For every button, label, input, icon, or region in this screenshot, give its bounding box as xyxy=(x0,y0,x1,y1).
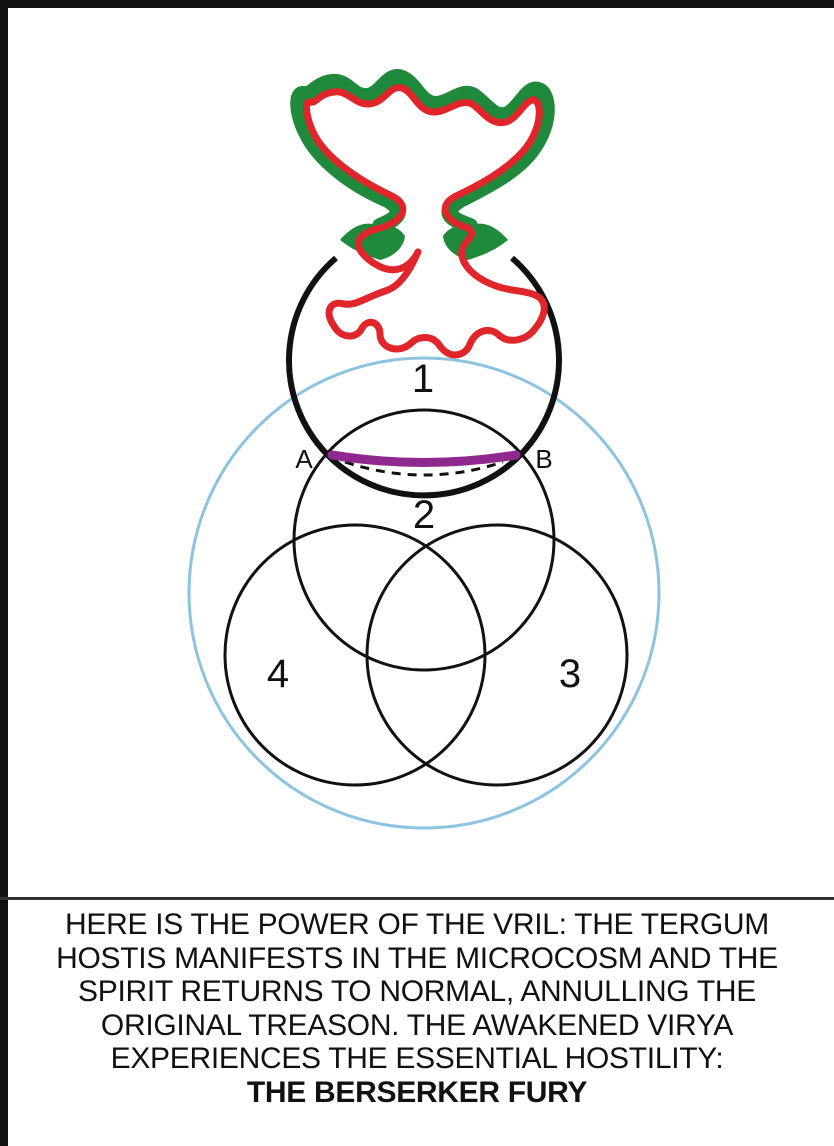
outer-blue-circle xyxy=(189,358,659,828)
caption-line: HERE IS THE POWER OF THE VRIL: THE TERGU… xyxy=(0,908,834,942)
caption: HERE IS THE POWER OF THE VRIL: THE TERGU… xyxy=(0,908,834,1140)
caption-line: HOSTIS MANIFESTS IN THE MICROCOSM AND TH… xyxy=(0,942,834,976)
caption-line: ORIGINAL TREASON. THE AWAKENED VIRYA xyxy=(0,1009,834,1043)
circle-4 xyxy=(225,525,485,785)
circle-3 xyxy=(367,525,627,785)
caption-emphasis: THE BERSERKER FURY xyxy=(0,1076,834,1110)
point-label-b: B xyxy=(535,444,552,474)
point-label-a: A xyxy=(295,444,313,474)
caption-line: EXPERIENCES THE ESSENTIAL HOSTILITY: xyxy=(0,1042,834,1076)
tergum-green-outline xyxy=(298,77,547,226)
region-label-2: 2 xyxy=(413,493,435,537)
caption-line: SPIRIT RETURNS TO NORMAL, ANNULLING THE xyxy=(0,975,834,1009)
caption-divider xyxy=(0,897,834,900)
tergum-red-outline xyxy=(307,87,545,354)
vril-diagram: 1 2 3 4 A B xyxy=(0,0,834,897)
purple-arc-ab xyxy=(332,455,516,463)
region-label-1: 1 xyxy=(412,357,434,401)
region-label-3: 3 xyxy=(559,652,581,696)
region-label-4: 4 xyxy=(267,652,289,696)
circle-2 xyxy=(294,410,554,670)
